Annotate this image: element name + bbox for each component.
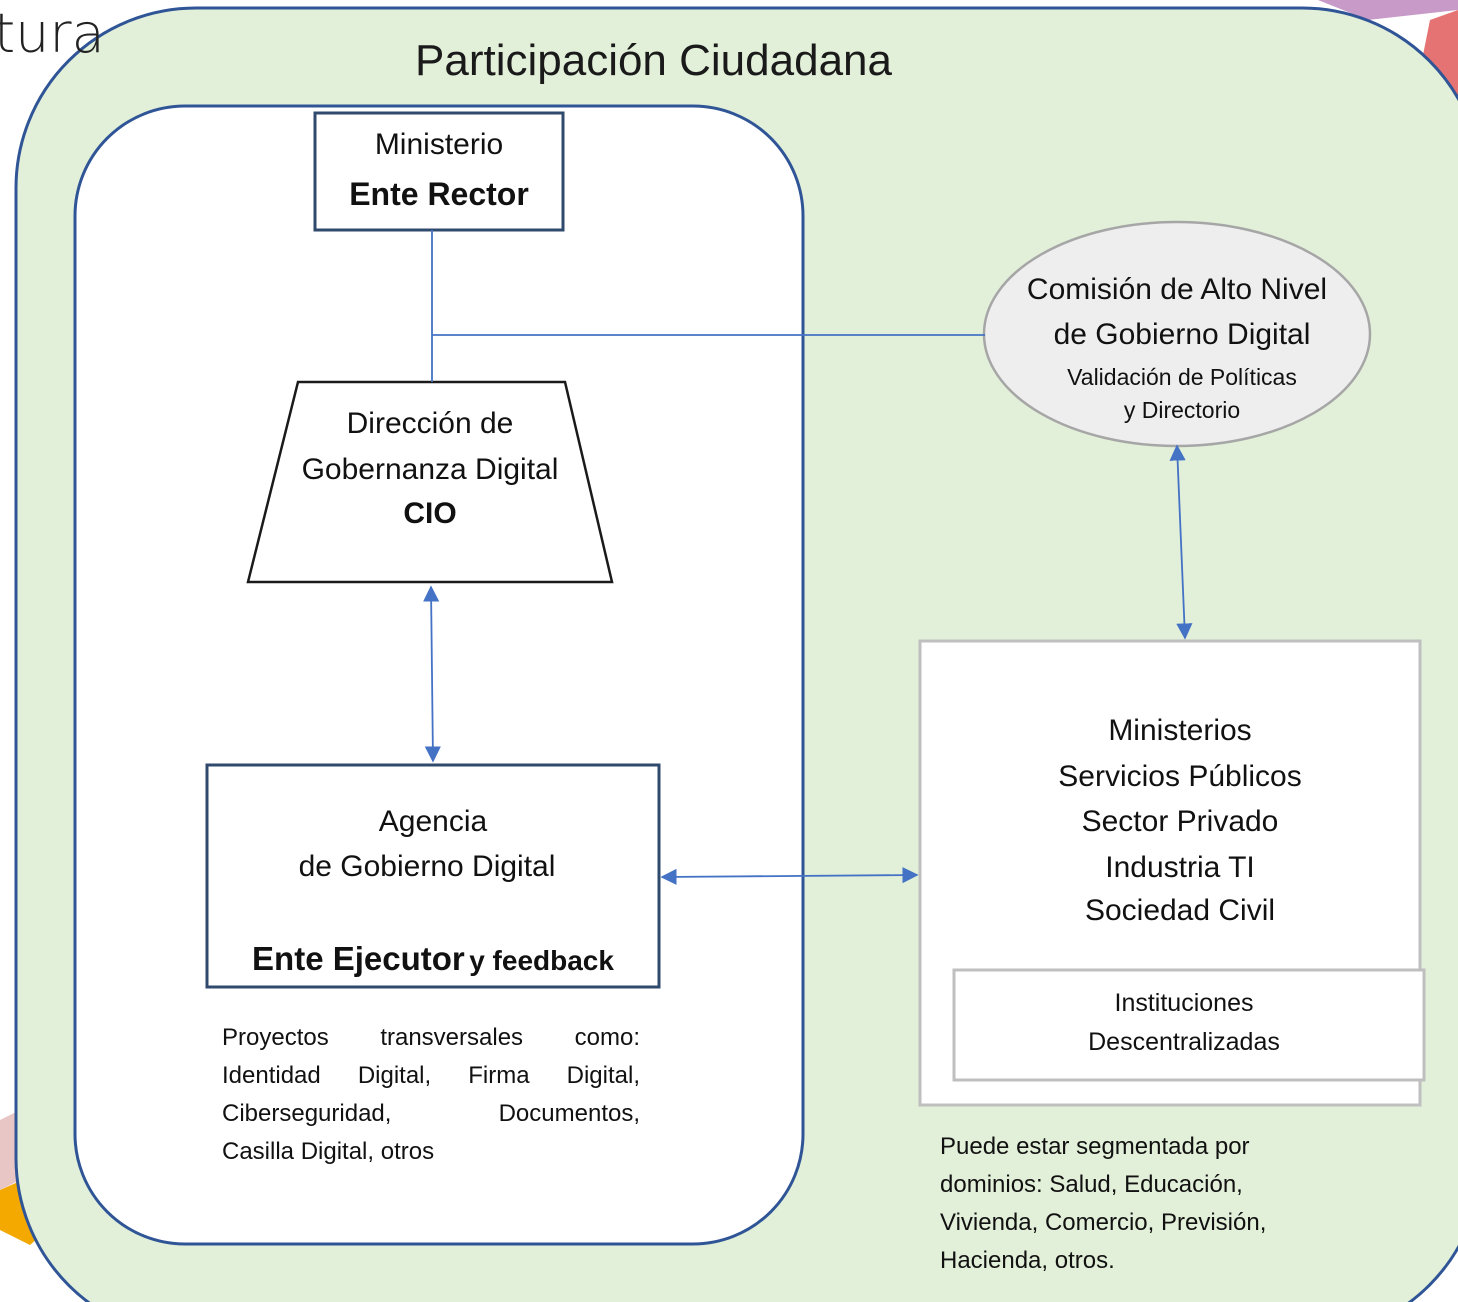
arrow-comision-stakeholders	[1169, 444, 1193, 640]
agencia-box	[205, 763, 661, 989]
segmentada-line: dominios: Salud, Educación,	[940, 1171, 1243, 1198]
feedback-label: y feedback	[469, 945, 614, 976]
direccion-line1: Dirección de	[346, 407, 514, 440]
arrow-direccion-agencia	[423, 585, 441, 763]
cio-label: CIO	[403, 497, 457, 530]
instituciones-line2: Descentralizadas	[1088, 1028, 1280, 1056]
ente-rector-label: Ente Rector	[349, 176, 529, 212]
proyectos-text: Proyectos transversales como: Identidad …	[222, 1019, 640, 1171]
ministerio-label: Ministerio	[374, 128, 504, 161]
ministerio-box	[313, 111, 565, 232]
stakeholder-item: Industria TI	[1105, 851, 1255, 884]
comision-line2: de Gobierno Digital	[1053, 318, 1311, 351]
proyectos-line: Proyectos transversales como:	[222, 1024, 640, 1051]
comision-line3: Validación de Políticas	[1067, 364, 1297, 390]
proyectos-line: Casilla Digital, otros	[222, 1138, 435, 1165]
instituciones-box	[952, 968, 1426, 1082]
agencia-line1: Agencia	[378, 805, 488, 838]
arrow-agencia-stakeholders	[660, 867, 919, 885]
stakeholder-item: Servicios Públicos	[1058, 760, 1302, 793]
stakeholder-item: Ministerios	[1108, 714, 1252, 747]
participacion-title: Participación Ciudadana	[415, 36, 892, 85]
ente-ejecutor-label: Ente Ejecutor	[252, 940, 465, 977]
comision-line1: Comisión de Alto Nivel	[1026, 273, 1328, 306]
instituciones-line1: Instituciones	[1114, 989, 1254, 1017]
stakeholder-item: Sociedad Civil	[1084, 894, 1276, 927]
proyectos-line: Ciberseguridad, Documentos,	[222, 1100, 640, 1127]
partial-slide-title: tura	[0, 2, 105, 65]
segmentada-line: Vivienda, Comercio, Previsión,	[940, 1209, 1267, 1236]
proyectos-line: Identidad Digital, Firma Digital,	[222, 1062, 640, 1089]
comision-line4: y Directorio	[1123, 397, 1241, 423]
segmentada-line: Hacienda, otros.	[940, 1247, 1115, 1274]
segmentada-text: Puede estar segmentada por dominios: Sal…	[940, 1128, 1360, 1280]
agencia-line3: Ente Ejecutor y feedback	[207, 940, 659, 978]
agencia-line2: de Gobierno Digital	[298, 850, 556, 883]
direccion-trapezoid	[246, 380, 614, 584]
segmentada-line: Puede estar segmentada por	[940, 1133, 1250, 1160]
direccion-line2: Gobernanza Digital	[301, 453, 559, 486]
stakeholder-item: Sector Privado	[1081, 805, 1279, 838]
